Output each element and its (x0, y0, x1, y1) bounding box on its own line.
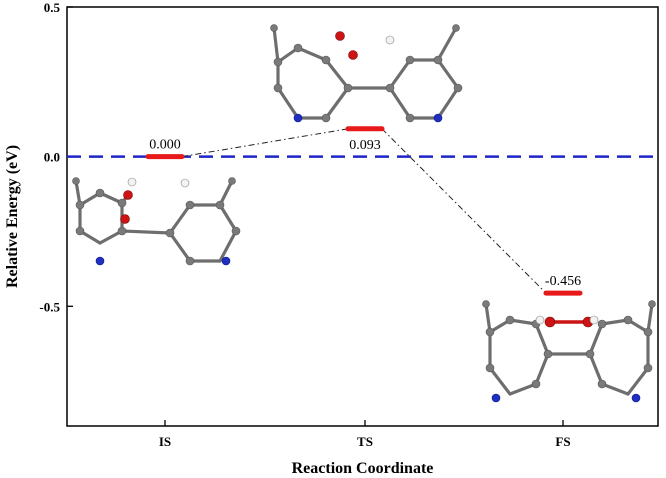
y-axis-title: Relative Energy (eV) (4, 145, 21, 288)
y-tick-label: 0.5 (44, 0, 61, 15)
energy-value-label: -0.456 (545, 274, 581, 289)
is-structure-molecule-icon (72, 177, 241, 266)
x-tick-label: IS (159, 434, 171, 449)
y-tick-label: 0.0 (44, 150, 60, 165)
x-tick-label: FS (555, 434, 570, 449)
x-tick-label: TS (357, 434, 373, 449)
fs-structure-molecule-icon (482, 300, 656, 403)
plot-layer: 0.5 0.0 -0.5IS TS FS Reaction Coordinate Relat… (4, 0, 659, 477)
energy-value-label: 0.093 (349, 138, 381, 153)
x-axis-title: Reaction Coordinate (292, 460, 434, 477)
state-connector-line (181, 128, 349, 158)
energy-value-label: 0.000 (149, 138, 181, 153)
plot-frame (66, 6, 659, 427)
y-tick-label: -0.5 (39, 299, 60, 314)
ts-structure-molecule-icon (270, 24, 463, 123)
state-connector-line (381, 128, 547, 294)
